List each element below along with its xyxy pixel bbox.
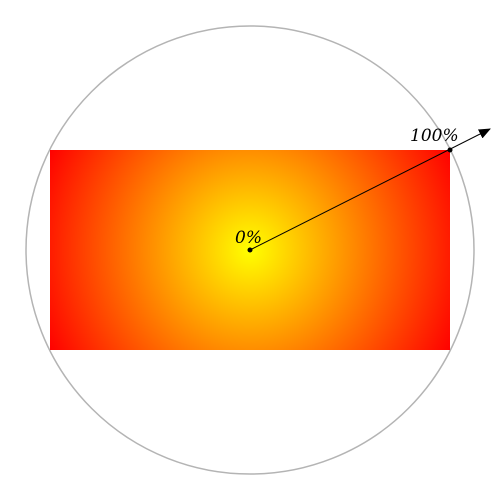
gradient-extent-circle bbox=[25, 25, 475, 475]
edge-point bbox=[447, 147, 453, 153]
end-label: 100% bbox=[410, 126, 459, 146]
start-label: 0% bbox=[235, 228, 262, 248]
center-point bbox=[247, 247, 253, 253]
